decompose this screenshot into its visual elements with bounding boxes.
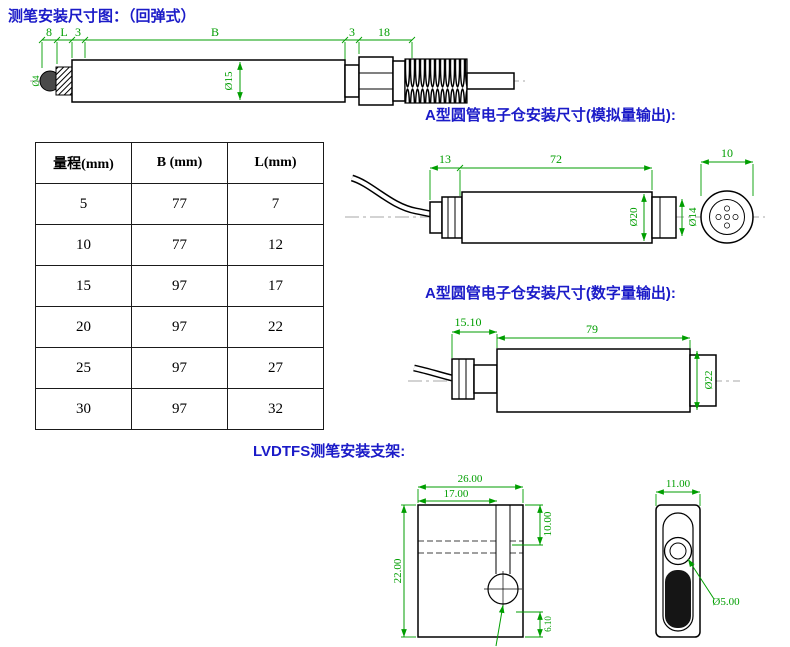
cell-range: 15 <box>35 265 132 307</box>
pen-body <box>71 59 346 103</box>
connector-pin <box>715 214 722 220</box>
connector-pin <box>724 222 730 229</box>
cell-l: 7 <box>227 183 324 225</box>
bracket-front-view: 26.00 17.00 10.00 22.00 6.10 <box>392 473 554 647</box>
analog-end-cap <box>651 196 677 239</box>
dim-label-8: 8 <box>46 25 52 39</box>
digital-drawing: 15.10 79 Ø22 <box>408 315 740 413</box>
table-row: 10 77 12 <box>35 224 324 266</box>
cell-range: 25 <box>35 347 132 389</box>
bracket-front-outline <box>417 504 524 638</box>
dim-label-B: B <box>211 25 219 39</box>
dim-label-22-00: 22.00 <box>392 558 404 583</box>
table-header-row: 量程(mm) B (mm) L(mm) <box>35 142 324 184</box>
cell-l: 32 <box>227 388 324 430</box>
dim-label-26: 26.00 <box>458 473 483 485</box>
cell-b: 97 <box>131 347 228 389</box>
dim-label-10: 10 <box>721 146 733 160</box>
dim-label-3a: 3 <box>75 25 81 39</box>
bracket-side-shadow <box>665 570 691 628</box>
cell-l: 12 <box>227 224 324 266</box>
connector-front-view <box>700 190 754 244</box>
pen-drawing: 8 L 3 B 3 18 Ø15 Ø4 <box>30 25 525 106</box>
cell-l: 17 <box>227 265 324 307</box>
col-header-b: B (mm) <box>131 142 228 184</box>
cell-b: 97 <box>131 388 228 430</box>
table-row: 5 77 7 <box>35 183 324 225</box>
cell-b: 97 <box>131 306 228 348</box>
cell-l: 22 <box>227 306 324 348</box>
digital-gland-nut <box>451 358 475 400</box>
table-row: 25 97 27 <box>35 347 324 389</box>
dim-label-17: 17.00 <box>444 488 469 500</box>
dim-label-dia20: Ø20 <box>628 207 640 226</box>
pen-cable <box>466 72 515 90</box>
dim-label-15-10: 15.10 <box>455 315 482 329</box>
analog-drawing: 13 72 10 Ø20 Ø14 <box>345 146 765 244</box>
knurled-collar <box>55 66 73 96</box>
dim-label-dia22: Ø22 <box>703 371 715 390</box>
digital-title: A型圆管电子仓安装尺寸(数字量输出): <box>425 285 676 302</box>
dim-label-6-10: 6.10 <box>543 616 553 632</box>
analog-title: A型圆管电子仓安装尺寸(模拟量输出): <box>425 107 676 124</box>
pen-collar <box>392 60 406 102</box>
cell-b: 77 <box>131 224 228 266</box>
cell-l: 27 <box>227 347 324 389</box>
cell-range: 5 <box>35 183 132 225</box>
dim-label-72: 72 <box>550 152 562 166</box>
connector-pin <box>724 205 730 212</box>
analog-gland-nut <box>441 196 463 239</box>
digital-gland-step <box>473 364 498 394</box>
cell-range: 30 <box>35 388 132 430</box>
analog-body <box>461 191 653 244</box>
bracket-side-slot <box>662 512 694 632</box>
cell-b: 97 <box>131 265 228 307</box>
bracket-title: LVDTFS测笔安装支架: <box>253 443 406 460</box>
dim-label-11-00: 11.00 <box>666 478 691 490</box>
table-row: 20 97 22 <box>35 306 324 348</box>
dim-label-18: 18 <box>378 25 390 39</box>
table-row: 30 97 32 <box>35 388 324 430</box>
dim-label-L: L <box>60 25 67 39</box>
dim-label-79: 79 <box>586 322 598 336</box>
bracket-side-view: 11.00 Ø5.00 <box>655 478 740 638</box>
pen-step <box>344 64 360 98</box>
dim-label-3b: 3 <box>349 25 355 39</box>
dim-label-13: 13 <box>439 152 451 166</box>
cell-range: 20 <box>35 306 132 348</box>
main-title: 测笔安装尺寸图：（回弹式） <box>8 8 196 25</box>
digital-body <box>496 348 691 413</box>
dim-label-dia4: Ø4 <box>31 75 41 86</box>
connector-pin <box>724 214 730 220</box>
table-row: 15 97 17 <box>35 265 324 307</box>
dim-label-dia15: Ø15 <box>223 71 235 90</box>
cell-b: 77 <box>131 183 228 225</box>
dim-label-dia14: Ø14 <box>687 207 699 226</box>
col-header-l: L(mm) <box>227 142 324 184</box>
dim-label-dia5: Ø5.00 <box>712 596 740 608</box>
pen-hex-nut <box>358 56 394 106</box>
spring-sheath <box>404 58 468 104</box>
analog-cable-gland <box>429 201 443 234</box>
range-dimension-table: 量程(mm) B (mm) L(mm) 5 77 7 10 77 12 15 9… <box>35 142 324 430</box>
col-header-range: 量程(mm) <box>35 142 132 184</box>
connector-pin <box>732 214 739 220</box>
dim-label-10-00: 10.00 <box>542 511 554 536</box>
cell-range: 10 <box>35 224 132 266</box>
bracket-side-hole <box>669 542 687 560</box>
